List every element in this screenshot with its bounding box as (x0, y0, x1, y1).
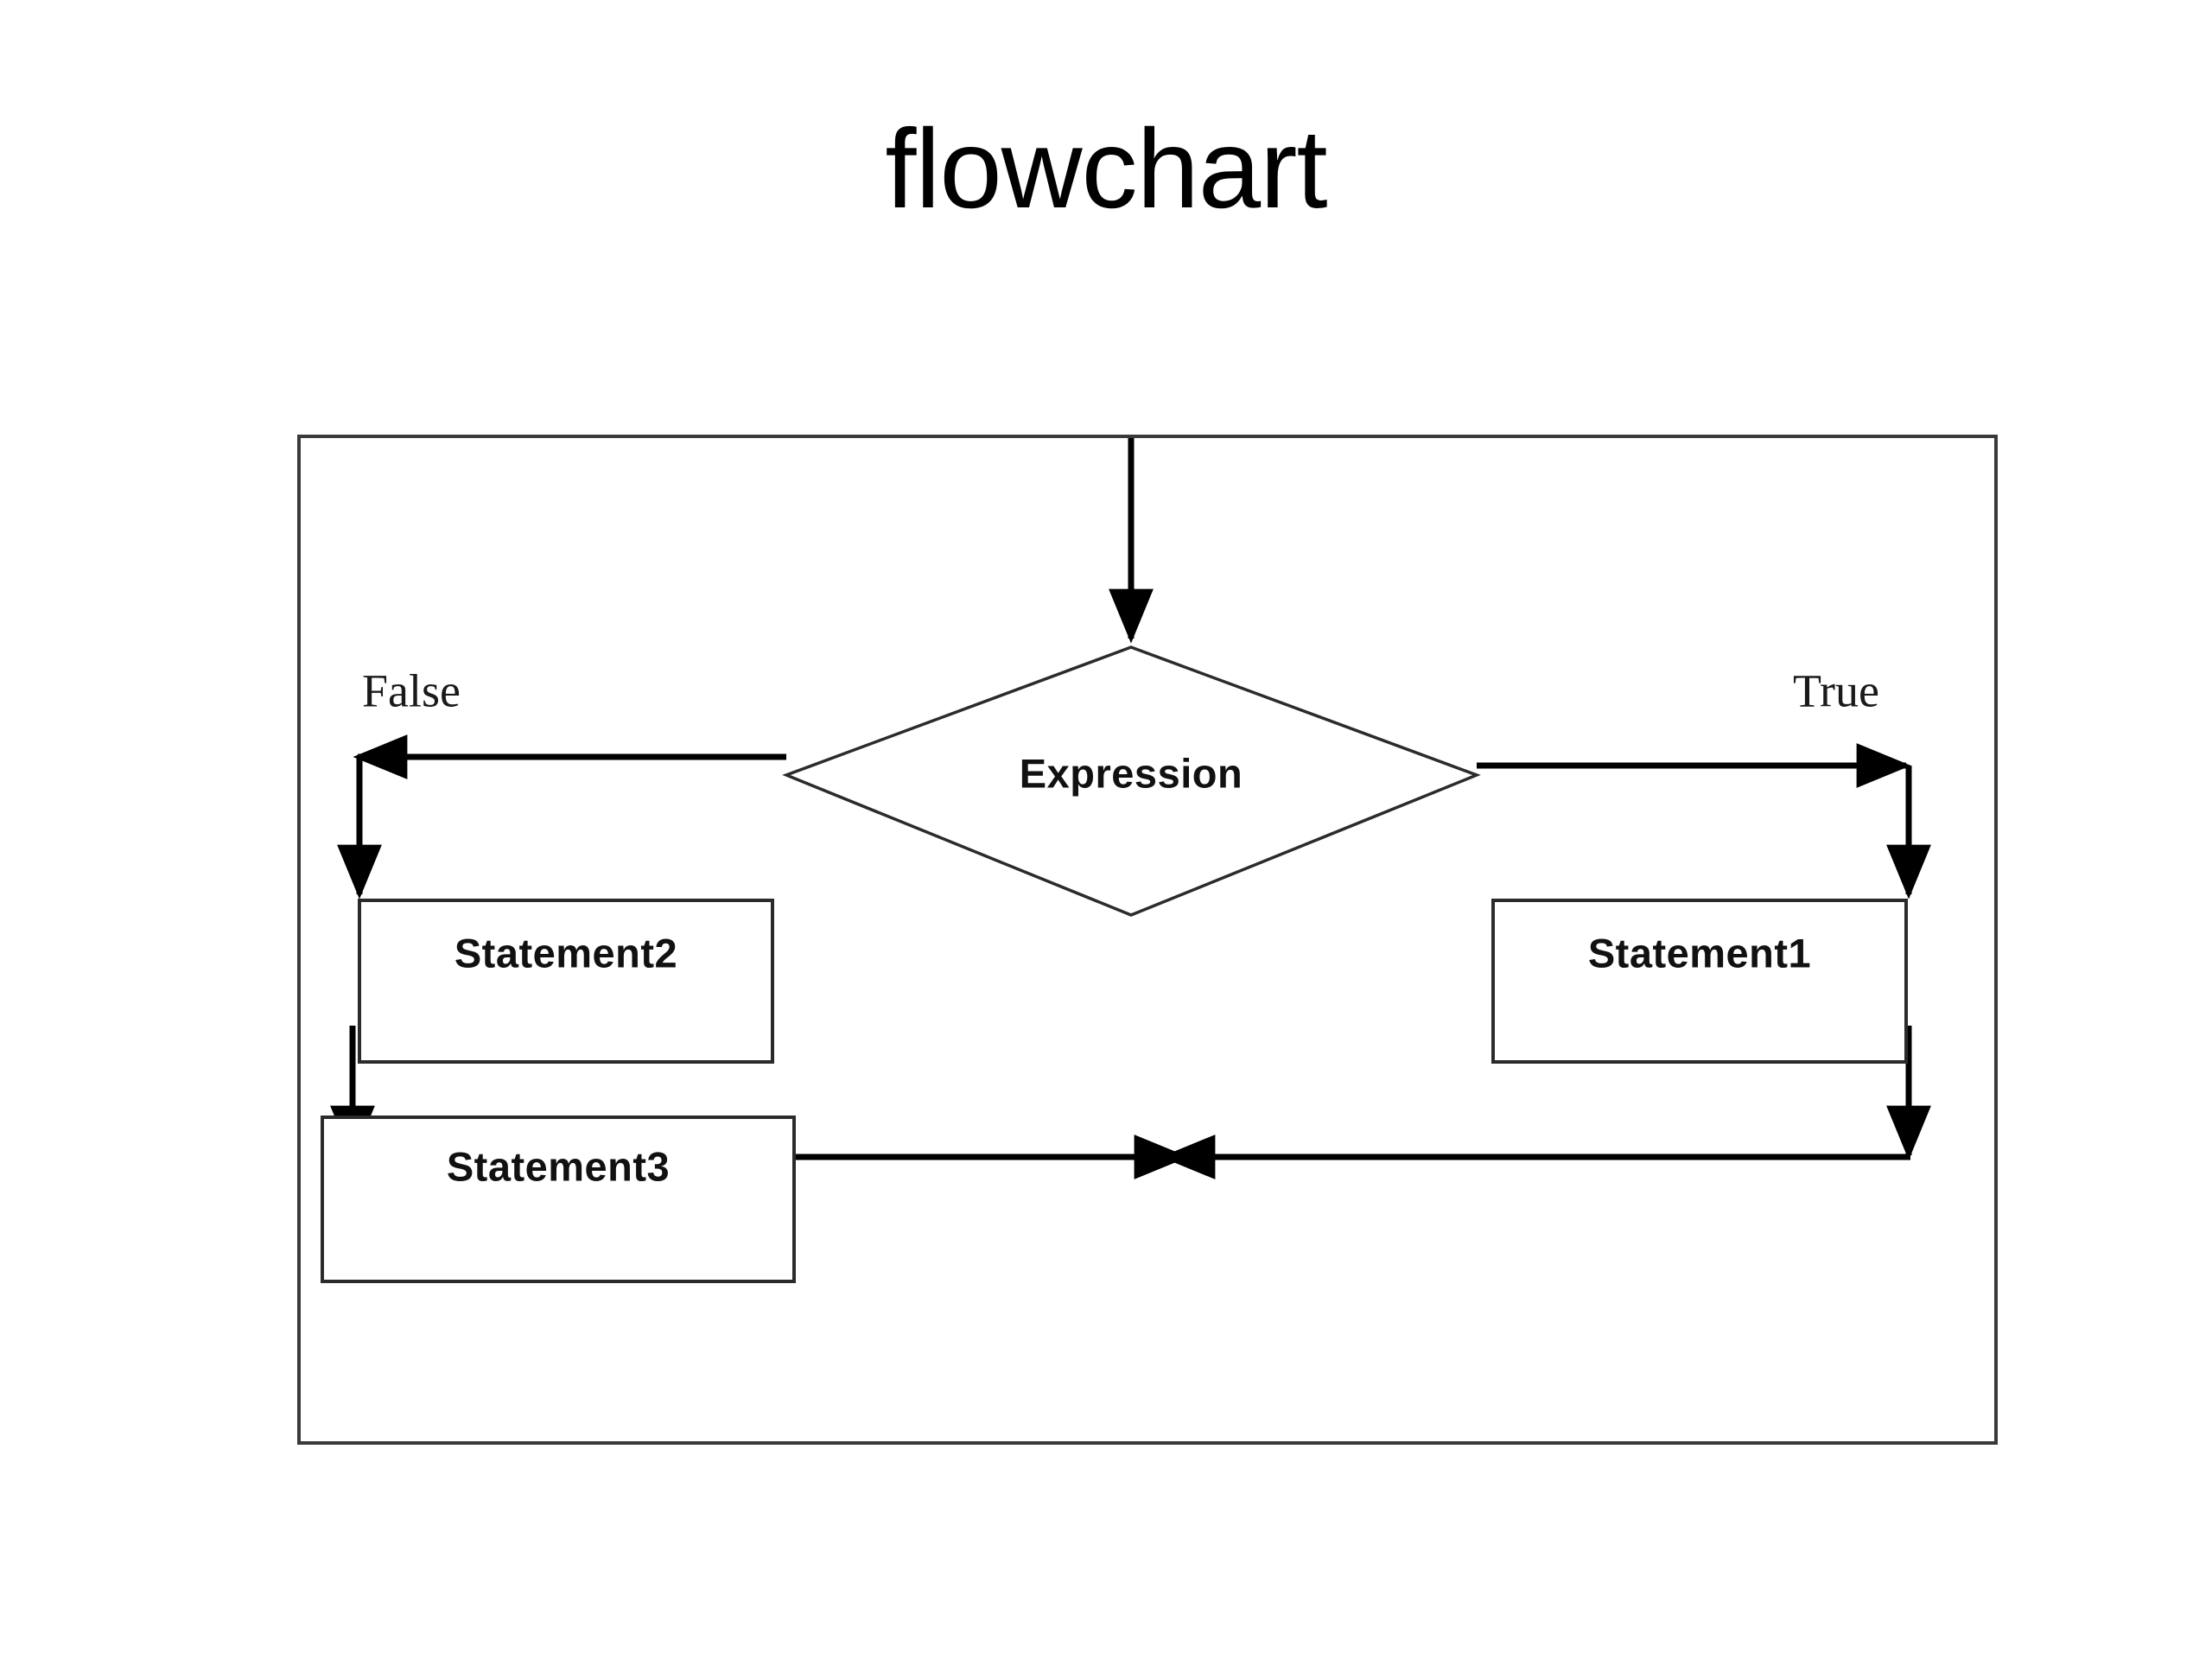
process-label-statement3: Statement3 (447, 1143, 670, 1189)
edge-label-false: False (362, 664, 461, 716)
flowchart-canvas: Expression Statement2 Statement1 Stateme… (321, 438, 1931, 1283)
process-box-statement1[interactable] (1491, 899, 1908, 1064)
edge-label-true: True (1793, 664, 1879, 716)
process-label-statement1: Statement1 (1588, 930, 1811, 976)
decision-label-expression: Expression (1020, 750, 1243, 796)
diagram-frame: Expression Statement2 Statement1 Stateme… (297, 435, 1998, 1445)
process-box-statement3[interactable] (321, 1116, 796, 1283)
process-box-statement2[interactable] (358, 899, 774, 1064)
process-label-statement2: Statement2 (454, 930, 677, 976)
decision-diamond-expression[interactable] (782, 645, 1481, 917)
page-title: flowchart (885, 105, 1327, 232)
